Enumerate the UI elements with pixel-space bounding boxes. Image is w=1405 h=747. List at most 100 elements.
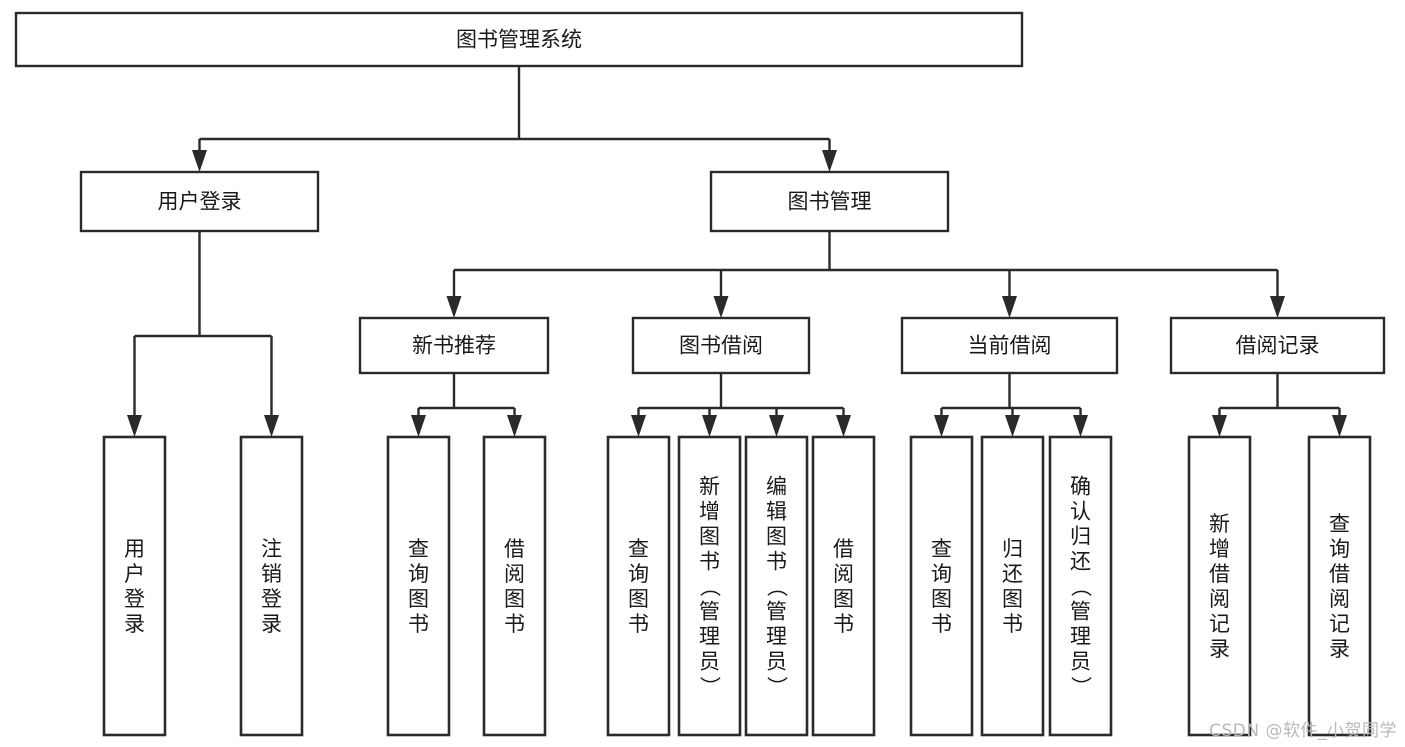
arrow-head-borrow-record: [1270, 296, 1285, 318]
label-char: 图: [833, 587, 854, 611]
node-label-user-login: 用户登录: [158, 190, 242, 214]
watermark-text: CSDN @软件_小贺同学: [1209, 721, 1397, 741]
label-char: 增: [1209, 537, 1230, 561]
node-box-borrow-record[interactable]: [1169, 316, 1386, 375]
label-char: 销: [261, 562, 282, 586]
label-char: 确: [1070, 475, 1091, 499]
label-char: 录: [124, 612, 145, 636]
node-box-leaf-borrow-book-2[interactable]: [811, 435, 876, 737]
label-char: 还: [1002, 562, 1023, 586]
node-box-leaf-edit-book[interactable]: [744, 435, 809, 737]
label-char: 录: [1209, 637, 1230, 661]
node-box-leaf-query-book-2[interactable]: [606, 435, 671, 737]
label-char: 书: [628, 612, 649, 636]
node-label-leaf-user-login: 用户登录: [124, 537, 145, 636]
node-box-leaf-query-record[interactable]: [1307, 435, 1372, 737]
node-box-book-manage[interactable]: [709, 170, 950, 233]
node-borrow-record[interactable]: 借阅记录: [1169, 316, 1386, 375]
node-book-borrow[interactable]: 图书借阅: [631, 316, 811, 375]
arrow-head-leaf-borrow-book-2: [836, 415, 851, 437]
arrow-head-leaf-confirm-return: [1073, 415, 1088, 437]
node-box-leaf-confirm-return[interactable]: [1048, 435, 1113, 737]
arrow-head-leaf-add-book: [702, 415, 717, 437]
node-label-root: 图书管理系统: [456, 28, 582, 52]
node-current-borrow[interactable]: 当前借阅: [900, 316, 1119, 375]
arrow-head-leaf-query-book-3: [934, 415, 949, 437]
node-box-leaf-logout[interactable]: [239, 435, 304, 737]
arrow-head-leaf-query-book-2: [631, 415, 646, 437]
node-box-leaf-add-record[interactable]: [1187, 435, 1252, 737]
label-char: 归: [1070, 525, 1091, 549]
node-book-manage[interactable]: 图书管理: [709, 170, 950, 233]
label-char: 图: [1002, 587, 1023, 611]
label-char: 阅: [504, 562, 525, 586]
label-char: 询: [931, 562, 952, 586]
label-char: 阅: [1329, 587, 1350, 611]
label-char: 登: [261, 587, 282, 611]
label-char: 书: [833, 612, 854, 636]
node-box-book-borrow[interactable]: [631, 316, 811, 375]
node-label-book-borrow: 图书借阅: [679, 334, 763, 358]
node-box-leaf-add-book[interactable]: [677, 435, 742, 737]
arrow-head-new-book-rec: [446, 296, 462, 318]
label-char: （: [1069, 576, 1093, 597]
arrow-head-book-manage: [822, 150, 837, 172]
node-new-book-rec[interactable]: 新书推荐: [358, 316, 550, 375]
label-char: 借: [1209, 562, 1230, 586]
node-box-user-login[interactable]: [79, 170, 320, 233]
arrow-head-user-login: [192, 150, 207, 172]
label-char: 理: [766, 625, 787, 649]
node-box-leaf-return-book[interactable]: [980, 435, 1045, 737]
label-char: 员: [1070, 650, 1091, 674]
node-box-new-book-rec[interactable]: [358, 316, 550, 375]
node-box-leaf-user-login[interactable]: [102, 435, 167, 737]
label-char: 书: [1002, 612, 1023, 636]
node-box-leaf-query-book-3[interactable]: [909, 435, 974, 737]
label-char: ）: [765, 676, 789, 697]
label-char: ）: [698, 676, 722, 697]
connector-group-borrow-record: [1212, 373, 1347, 437]
label-char: 管: [699, 600, 720, 624]
label-char: （: [765, 576, 789, 597]
label-char: 员: [699, 650, 720, 674]
label-char: 询: [408, 562, 429, 586]
node-leaf-user-login[interactable]: 用户登录: [102, 435, 167, 737]
node-box-current-borrow[interactable]: [900, 316, 1119, 375]
label-char: ）: [1069, 676, 1093, 697]
label-char: 查: [931, 537, 952, 561]
label-char: 认: [1070, 500, 1091, 524]
arrow-head-leaf-query-record: [1332, 415, 1347, 437]
node-user-login[interactable]: 用户登录: [79, 170, 320, 233]
node-box-leaf-borrow-book-1[interactable]: [482, 435, 547, 737]
node-root[interactable]: 图书管理系统: [14, 11, 1024, 68]
arrow-head-leaf-edit-book: [769, 415, 784, 437]
connector-group-new-book-rec: [411, 373, 522, 437]
label-char: 增: [699, 500, 720, 524]
label-char: 书: [931, 612, 952, 636]
node-label-borrow-record: 借阅记录: [1236, 334, 1320, 358]
node-box-root[interactable]: [14, 11, 1024, 68]
node-box-leaf-query-book-1[interactable]: [386, 435, 451, 737]
label-char: 记: [1329, 612, 1350, 636]
label-char: 图: [628, 587, 649, 611]
